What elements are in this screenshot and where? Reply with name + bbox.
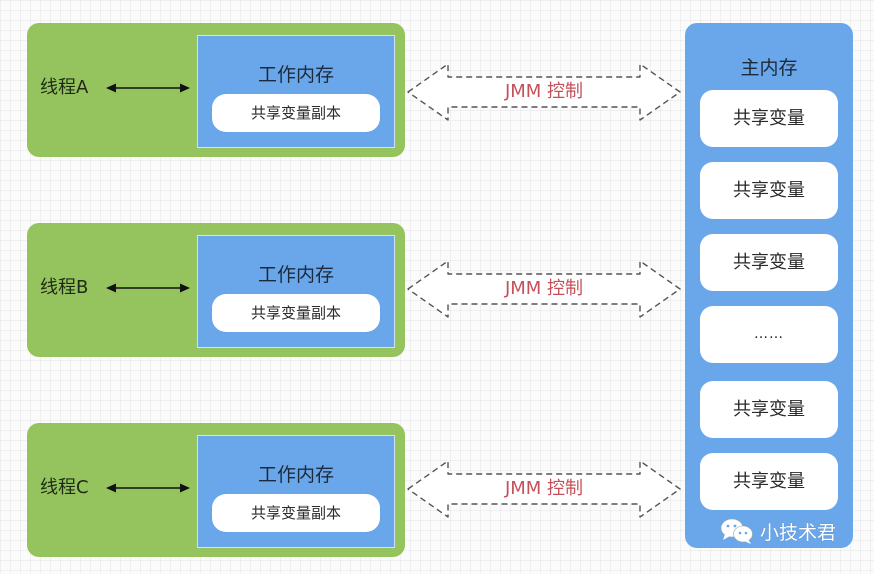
thread-b-box: 线程B 工作内存 共享变量副本 xyxy=(27,223,405,357)
jmm-control-arrow: JMM 控制 xyxy=(406,458,682,520)
work-memory-box: 工作内存 共享变量副本 xyxy=(197,35,395,148)
shared-variable: 共享变量 xyxy=(700,453,838,510)
jmm-control-arrow: JMM 控制 xyxy=(406,61,682,123)
shared-variable: 共享变量 xyxy=(700,234,838,291)
thread-label: 线程B xyxy=(40,277,89,298)
thread-label: 线程A xyxy=(40,77,89,98)
watermark-text: 小技术君 xyxy=(760,521,837,544)
dashed-double-arrow-icon xyxy=(407,260,681,318)
work-memory-box: 工作内存 共享变量副本 xyxy=(197,435,395,548)
thread-c-box: 线程C 工作内存 共享变量副本 xyxy=(27,423,405,557)
dashed-double-arrow-icon xyxy=(407,63,681,121)
bidirectional-arrow-icon xyxy=(106,83,190,93)
work-memory-title: 工作内存 xyxy=(257,464,334,486)
dashed-double-arrow-icon xyxy=(407,460,681,518)
shared-variable: 共享变量 xyxy=(700,381,838,438)
watermark: 小技术君 xyxy=(720,518,836,544)
shared-variable-copy: 共享变量副本 xyxy=(212,94,380,132)
main-memory-title: 主内存 xyxy=(740,57,798,79)
shared-variable: 共享变量 xyxy=(700,162,838,219)
thread-label: 线程C xyxy=(40,477,89,498)
jmm-label: JMM 控制 xyxy=(504,278,584,299)
bidirectional-arrow-icon xyxy=(106,483,190,493)
shared-variable-copy: 共享变量副本 xyxy=(212,294,380,332)
work-memory-title: 工作内存 xyxy=(257,264,334,286)
work-memory-box: 工作内存 共享变量副本 xyxy=(197,235,395,348)
shared-variable-copy: 共享变量副本 xyxy=(212,494,380,532)
ellipsis-box: …… xyxy=(700,306,838,363)
jmm-control-arrow: JMM 控制 xyxy=(406,258,682,320)
shared-variable: 共享变量 xyxy=(700,90,838,147)
main-memory-box: 主内存 共享变量 共享变量 共享变量 …… 共享变量 共享变量 小技术君 xyxy=(685,23,853,548)
bidirectional-arrow-icon xyxy=(106,283,190,293)
wechat-icon xyxy=(720,518,753,544)
work-memory-title: 工作内存 xyxy=(257,64,334,86)
jmm-label: JMM 控制 xyxy=(504,81,584,102)
thread-a-box: 线程A 工作内存 共享变量副本 xyxy=(27,23,405,157)
jmm-label: JMM 控制 xyxy=(504,478,584,499)
